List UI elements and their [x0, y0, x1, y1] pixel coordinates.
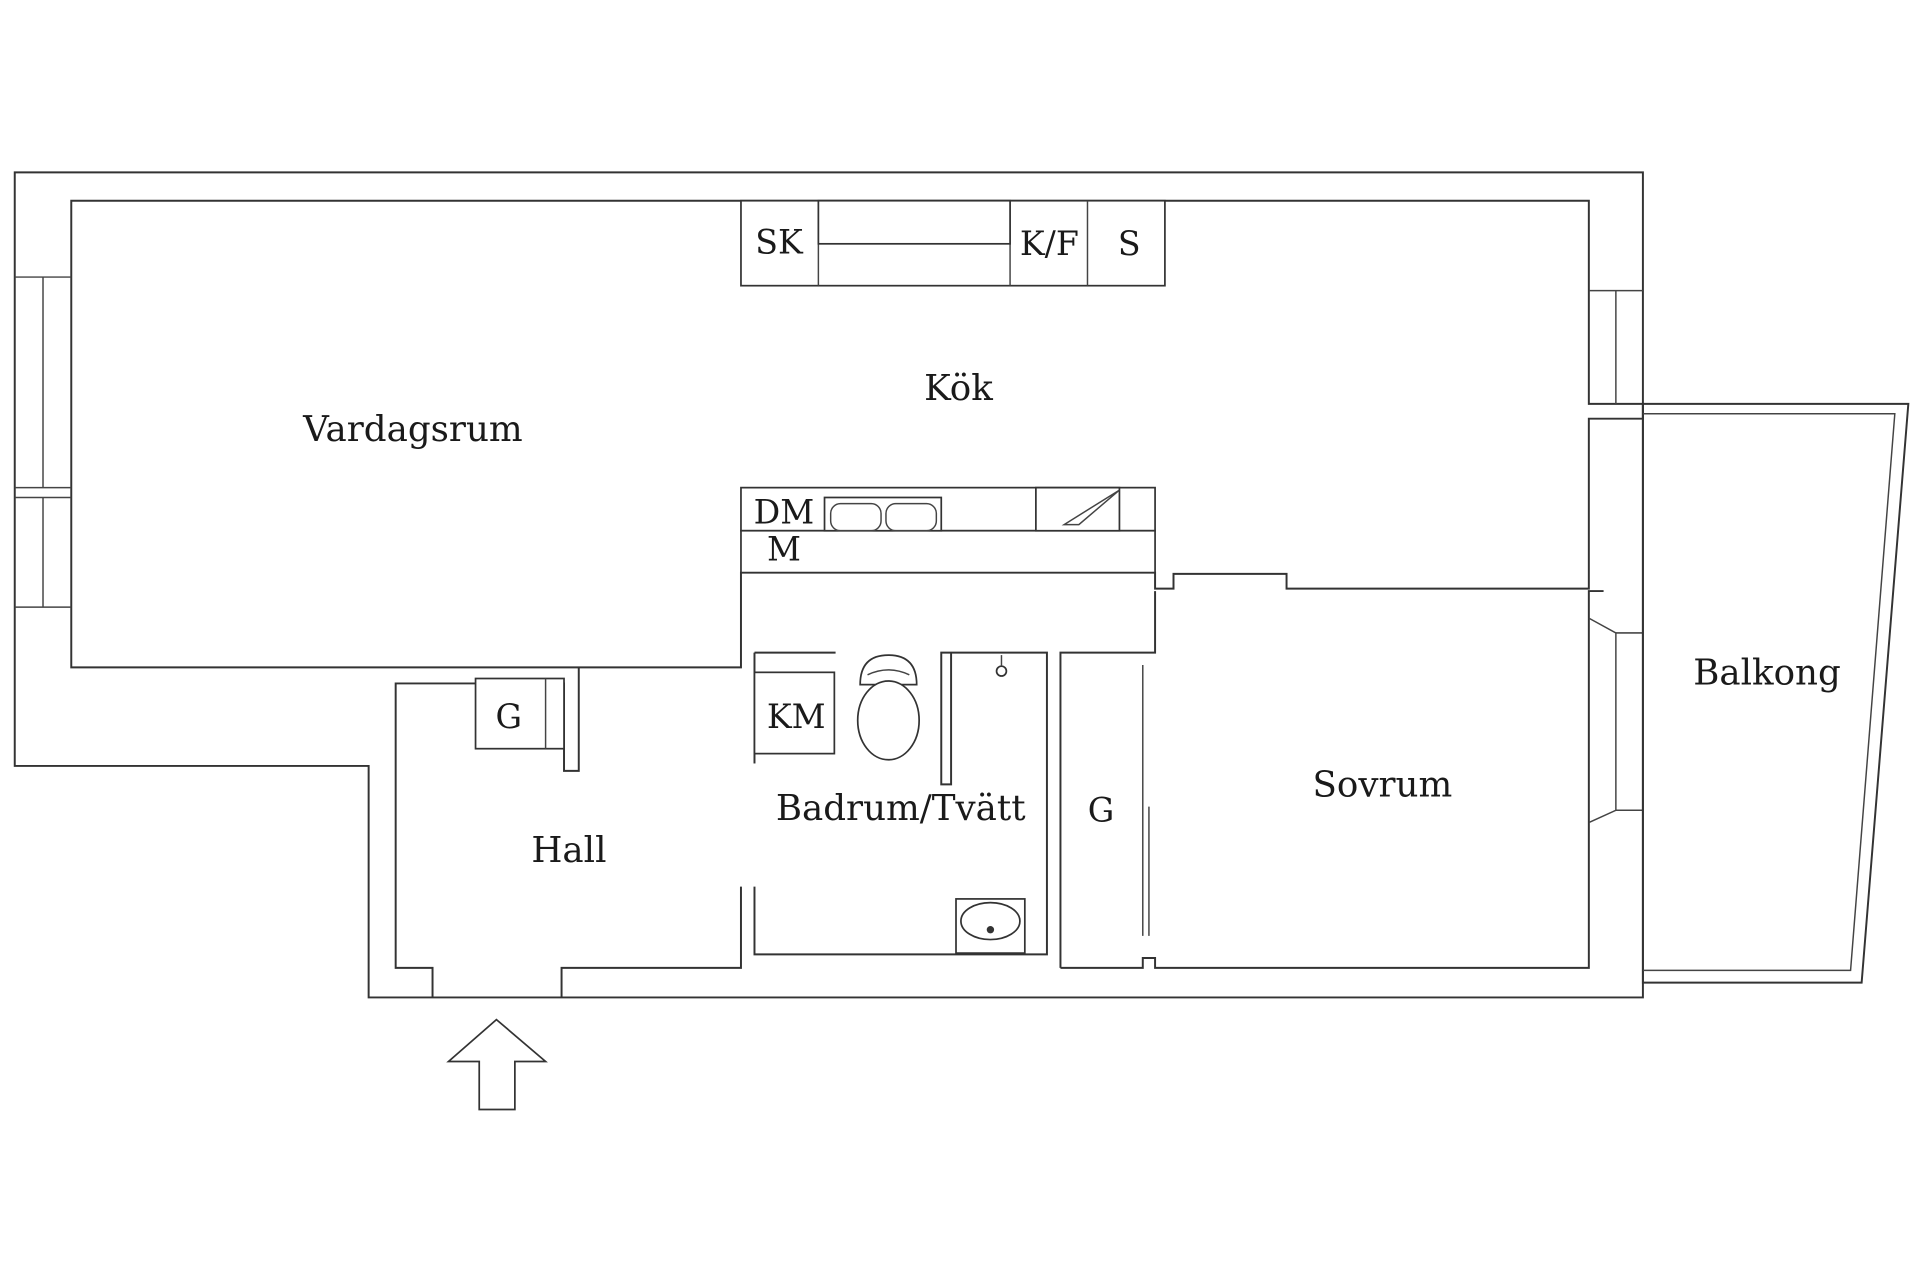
- fixture-label-g-hall: G: [495, 697, 522, 736]
- hall-wardrobe: [474, 677, 565, 750]
- washing-machine: [753, 671, 836, 755]
- fixture-label-m: M: [767, 529, 801, 568]
- basin-bowl: [960, 901, 1021, 941]
- closet-wall: [1060, 590, 1604, 969]
- room-label-sovrum: Sovrum: [1313, 765, 1453, 806]
- shower-head: [995, 665, 1008, 677]
- bathroom-wall: [753, 651, 1048, 956]
- fixture-label-s: S: [1118, 224, 1141, 263]
- dishwasher-box: [1035, 486, 1121, 532]
- fixture-label-dm: DM: [754, 492, 815, 531]
- island-top: [740, 529, 1156, 574]
- room-label-hall: Hall: [531, 830, 606, 871]
- balcony-outline: [1641, 402, 1910, 984]
- sink-bowl: [885, 502, 938, 532]
- inner-wall-living: [70, 199, 1644, 669]
- sink-basin: [823, 496, 943, 532]
- room-label-balkong: Balkong: [1693, 653, 1841, 694]
- sink-bowl: [829, 502, 882, 532]
- room-label-vardagsrum: Vardagsrum: [302, 409, 523, 450]
- basin-drain: [986, 926, 995, 934]
- dishwasher-door: [1061, 489, 1120, 526]
- fixture-label-g-closet: G: [1088, 790, 1115, 829]
- toilet-seat: [867, 669, 910, 676]
- fixture-label-km: KM: [767, 697, 826, 736]
- closet-wall: [1059, 591, 1157, 968]
- room-label-kok: Kök: [924, 368, 993, 409]
- bedroom-window: [1588, 617, 1617, 824]
- outer-wall: [13, 171, 1644, 999]
- fixture-label-kf: K/F: [1020, 224, 1079, 263]
- toilet-bowl: [856, 680, 921, 761]
- balcony-inner: [1642, 413, 1896, 972]
- stove-hood: [817, 199, 1011, 245]
- entrance-arrow: [446, 1018, 548, 1111]
- fixture-label-sk: SK: [755, 223, 804, 262]
- hall-wall-right: [560, 886, 742, 998]
- room-label-badrum: Badrum/Tvätt: [776, 788, 1026, 829]
